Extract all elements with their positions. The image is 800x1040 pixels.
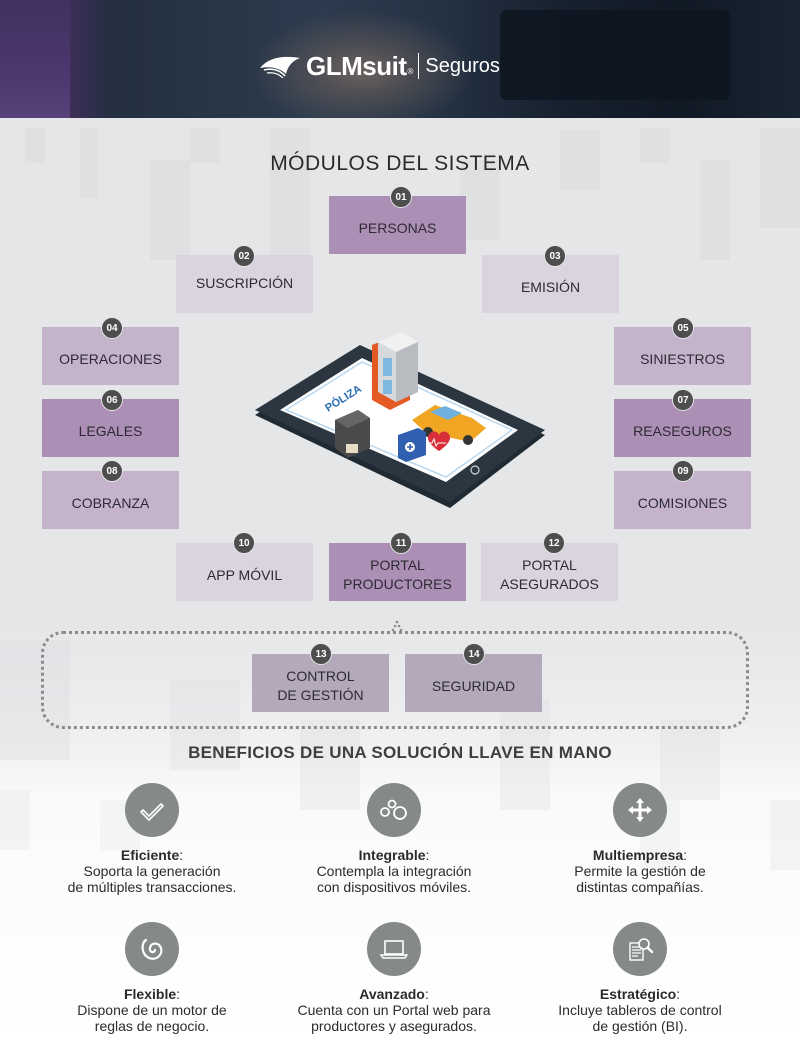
module-label: LEGALES — [78, 422, 143, 439]
brand-subtitle: Seguros — [425, 54, 500, 77]
module-label: CONTROL DE GESTIÓN — [277, 668, 364, 703]
module-label: SEGURIDAD — [431, 677, 516, 694]
heart-icon — [426, 431, 450, 451]
module-label: PORTAL PRODUCTORES — [343, 557, 452, 592]
module-number-badge: 01 — [390, 186, 412, 208]
module-control-de-gestion[interactable]: CONTROL DE GESTIÓN — [252, 654, 389, 712]
dotted-group-frame — [41, 631, 749, 729]
benefit-avanzado: Avanzado: Cuenta con un Portal web para … — [274, 922, 514, 1034]
module-label: APP MÓVIL — [206, 566, 283, 583]
tablet-policy-illustration: PÓLIZA — [255, 332, 545, 508]
spiral-icon — [141, 938, 163, 960]
brand-name: GLMsuit — [306, 50, 407, 81]
laptop-icon — [379, 940, 409, 959]
benefit-integrable: Integrable: Contempla la integración con… — [274, 783, 514, 895]
modules-section-title: MÓDULOS DEL SISTEMA — [270, 152, 530, 175]
brand-logo: GLMsuit ® Seguros — [258, 50, 500, 82]
benefit-flexible: Flexible: Dispone de un motor de reglas … — [32, 922, 272, 1034]
module-number-badge: 04 — [101, 317, 123, 339]
module-label: PERSONAS — [358, 219, 437, 236]
benefit-estrategico: Estratégico: Incluye tableros de control… — [520, 922, 760, 1034]
integration-icon — [380, 799, 407, 820]
module-number-badge: 08 — [101, 460, 123, 482]
module-number-badge: 12 — [543, 532, 565, 554]
medical-kit-icon — [398, 428, 426, 462]
module-number-badge: 11 — [390, 532, 412, 554]
benefits-section-title: BENEFICIOS DE UNA SOLUCIÓN LLAVE EN MANO — [188, 743, 612, 762]
building-icon — [372, 332, 418, 410]
module-label: COBRANZA — [71, 494, 150, 511]
module-number-badge: 13 — [310, 643, 332, 665]
module-number-badge: 03 — [544, 245, 566, 267]
logo-wing-icon — [260, 56, 300, 78]
module-label: SUSCRIPCIÓN — [195, 274, 294, 291]
benefit-eficiente: Eficiente: Soporta la generación de múlt… — [32, 783, 272, 895]
logo-divider — [418, 53, 420, 79]
benefit-multiempresa: Multiempresa: Permite la gestión de dist… — [520, 783, 760, 895]
module-number-badge: 14 — [463, 643, 485, 665]
tablet-home-button — [470, 465, 480, 475]
module-label: EMISIÓN — [520, 278, 581, 295]
module-number-badge: 05 — [672, 317, 694, 339]
safe-icon — [335, 410, 370, 458]
module-label: COMISIONES — [637, 494, 728, 511]
module-label: OPERACIONES — [59, 350, 162, 367]
module-label: SINIESTROS — [640, 350, 725, 367]
hero-banner: GLMsuit ® Seguros — [0, 0, 800, 118]
hero-photo-tablet — [500, 10, 730, 100]
module-label: REASEGUROS — [633, 422, 732, 439]
hero-photo-handshake — [230, 0, 470, 118]
document-search-icon — [629, 938, 654, 961]
module-number-badge: 10 — [233, 532, 255, 554]
module-number-badge: 09 — [672, 460, 694, 482]
brand-registered-mark: ® — [407, 66, 414, 76]
module-seguridad[interactable]: SEGURIDAD — [405, 654, 542, 712]
module-number-badge: 02 — [233, 245, 255, 267]
hero-photo-sleeve — [0, 0, 70, 118]
frame-peak-mark — [391, 620, 403, 632]
move-arrows-icon — [628, 798, 652, 822]
module-label: PORTAL ASEGURADOS — [500, 557, 599, 592]
module-number-badge: 06 — [101, 389, 123, 411]
checkmark-icon — [140, 803, 164, 821]
module-number-badge: 07 — [672, 389, 694, 411]
